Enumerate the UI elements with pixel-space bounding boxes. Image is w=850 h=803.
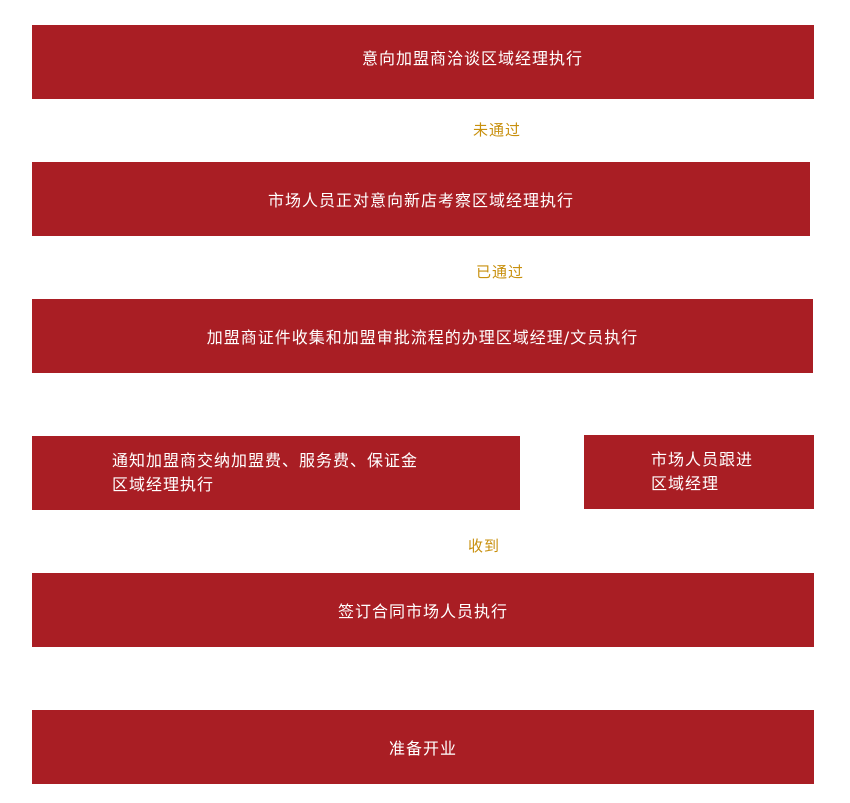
step-2-box: 市场人员正对意向新店考察区域经理执行 <box>32 162 810 236</box>
step-4-left-line-1: 通知加盟商交纳加盟费、服务费、保证金 <box>112 451 419 470</box>
step-6-text: 准备开业 <box>388 739 457 758</box>
step-5-text: 签订合同市场人员执行 <box>337 602 508 621</box>
step-1-box: 意向加盟商洽谈区域经理执行 <box>32 25 814 99</box>
step-3-text: 加盟商证件收集和加盟审批流程的办理区域经理/文员执行 <box>206 328 639 347</box>
step-4-right-box: 市场人员跟进 区域经理 <box>584 435 814 509</box>
step-4-right-line-2: 区域经理 <box>651 474 720 493</box>
step-1-text: 意向加盟商洽谈区域经理执行 <box>362 49 584 68</box>
step-5-box: 签订合同市场人员执行 <box>32 573 814 647</box>
step-2-text: 市场人员正对意向新店考察区域经理执行 <box>267 191 574 210</box>
step-4-left-line-2: 区域经理执行 <box>112 475 215 494</box>
step-6-box: 准备开业 <box>32 710 814 784</box>
step-3-box: 加盟商证件收集和加盟审批流程的办理区域经理/文员执行 <box>32 299 813 373</box>
step-4-right-line-1: 市场人员跟进 <box>651 450 754 469</box>
edge-label-not-passed: 未通过 <box>472 121 521 139</box>
edge-label-passed: 已通过 <box>475 263 524 281</box>
edge-label-received: 收到 <box>467 537 500 555</box>
step-4-left-box: 通知加盟商交纳加盟费、服务费、保证金 区域经理执行 <box>32 436 520 510</box>
